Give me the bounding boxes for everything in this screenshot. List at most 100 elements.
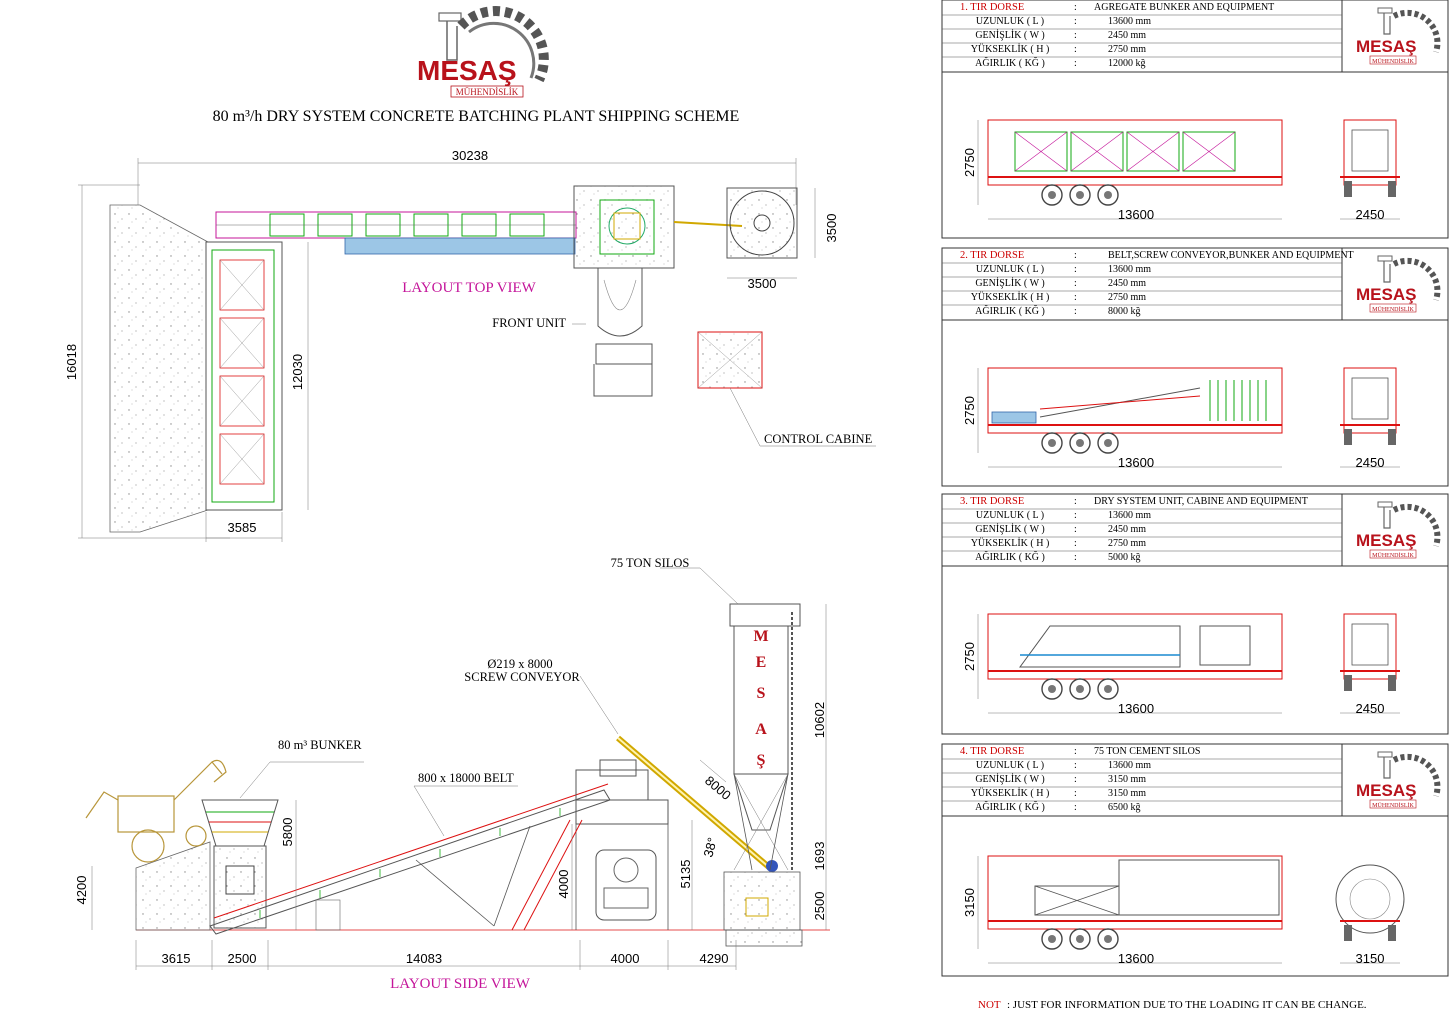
spec-label: UZUNLUK ( L ): [976, 264, 1044, 275]
dim-trailer-width: 2450: [1356, 207, 1385, 222]
spec-colon: :: [1074, 306, 1077, 317]
dim-screw-length: 8000: [702, 773, 734, 803]
spec-label: YÜKSEKLİK ( H ): [971, 291, 1050, 303]
spec-value: 2750 mm: [1108, 292, 1146, 303]
dim-silo-depth: 3500: [824, 214, 839, 243]
spec-label: AĞIRLIK ( KĞ ): [975, 551, 1045, 563]
spec-value: 5000 kğ: [1108, 552, 1141, 563]
spec-label: AĞIRLIK ( KĞ ): [975, 801, 1045, 813]
dim-5135: 5135: [678, 860, 693, 889]
colon: :: [1074, 2, 1077, 13]
dim-overall-length: 30238: [452, 148, 488, 163]
dim-bunker-width: 3585: [228, 520, 257, 535]
spec-value: 13600 mm: [1108, 760, 1151, 771]
colon: :: [1074, 250, 1077, 261]
spec-value: 8000 kğ: [1108, 306, 1141, 317]
panel-logo-text: MESAŞ: [1356, 531, 1416, 550]
dim-trailer-height: 2750: [962, 148, 977, 177]
note-label: NOT: [978, 999, 1001, 1011]
colon: :: [1074, 496, 1077, 507]
dim-trailer-height: 3150: [962, 888, 977, 917]
spec-colon: :: [1074, 510, 1077, 521]
spec-colon: :: [1074, 524, 1077, 535]
truck-description: AGREGATE BUNKER AND EQUIPMENT: [1094, 2, 1274, 13]
silo-letter: Ş: [757, 752, 766, 769]
spec-value: 2750 mm: [1108, 44, 1146, 55]
layout-top-view: 30238 16018 12030 3585: [64, 148, 876, 542]
spec-label: AĞIRLIK ( KĞ ): [975, 305, 1045, 317]
spec-value: 13600 mm: [1108, 16, 1151, 27]
spec-colon: :: [1074, 552, 1077, 563]
spec-value: 3150 mm: [1108, 788, 1146, 799]
spec-value: 2750 mm: [1108, 538, 1146, 549]
dim-trailer-length: 13600: [1118, 701, 1154, 716]
truck-panel: 4. TIR DORSE:75 TON CEMENT SILOSUZUNLUK …: [941, 743, 1449, 977]
spec-colon: :: [1074, 760, 1077, 771]
spec-colon: :: [1074, 58, 1077, 69]
label-control-cabine: CONTROL CABINE: [764, 432, 873, 446]
truck-title: 3. TIR DORSE: [960, 496, 1024, 507]
truck-title: 1. TIR DORSE: [960, 2, 1024, 13]
spec-value: 12000 kğ: [1108, 58, 1146, 69]
spec-colon: :: [1074, 774, 1077, 785]
panel-logo-subtext: MÜHENDİSLİK: [1372, 58, 1414, 65]
truck-title: 2. TIR DORSE: [960, 250, 1024, 261]
label-screw-conveyor: SCREW CONVEYOR: [464, 670, 580, 684]
dim-bunker-length: 12030: [290, 354, 305, 390]
spec-value: 6500 kğ: [1108, 802, 1141, 813]
spec-label: UZUNLUK ( L ): [976, 16, 1044, 27]
spec-label: GENİŞLİK ( W ): [975, 773, 1044, 785]
dim-overall-width: 16018: [64, 344, 79, 380]
silo-letter: S: [757, 685, 766, 702]
dim-5800: 5800: [280, 818, 295, 847]
spec-colon: :: [1074, 44, 1077, 55]
header-logo: MESAŞ MÜHENDİSLİK: [417, 6, 549, 98]
spec-label: GENİŞLİK ( W ): [975, 523, 1044, 535]
spec-value: 3150 mm: [1108, 774, 1146, 785]
dim-trailer-width: 2450: [1356, 455, 1385, 470]
trailer-rear-drawing: 3150: [1335, 864, 1405, 966]
label-front-unit: FRONT UNIT: [492, 316, 566, 330]
spec-label: AĞIRLIK ( KĞ ): [975, 57, 1045, 69]
trailer-side-drawing: 2750 13600: [962, 367, 1283, 470]
panel-logo-text: MESAŞ: [1356, 37, 1416, 56]
colon: :: [1074, 746, 1077, 757]
label-side-view: LAYOUT SIDE VIEW: [390, 976, 531, 992]
spec-label: UZUNLUK ( L ): [976, 510, 1044, 521]
loader-drawing: [85, 759, 227, 863]
spec-colon: :: [1074, 292, 1077, 303]
truck-panel: 3. TIR DORSE:DRY SYSTEM UNIT, CABINE AND…: [941, 493, 1449, 735]
truck-panel: 1. TIR DORSE: AGREGATE BUNKER AND EQUIPME…: [941, 0, 1449, 239]
dim-trailer-length: 13600: [1118, 207, 1154, 222]
dim-trailer-height: 2750: [962, 396, 977, 425]
truck-title: 4. TIR DORSE: [960, 746, 1024, 757]
dim-10602: 10602: [812, 702, 827, 738]
spec-colon: :: [1074, 30, 1077, 41]
spec-colon: :: [1074, 278, 1077, 289]
dim-2500: 2500: [228, 951, 257, 966]
dim-silo-width: 3500: [748, 276, 777, 291]
dim-14083: 14083: [406, 951, 442, 966]
label-silos: 75 TON SILOS: [611, 556, 690, 570]
note-text: : JUST FOR INFORMATION DUE TO THE LOADIN…: [1007, 999, 1367, 1011]
panel-logo-text: MESAŞ: [1356, 285, 1416, 304]
trailer-rear-drawing: 2450: [1340, 119, 1400, 222]
panel-logo-text: MESAŞ: [1356, 781, 1416, 800]
dim-trailer-width: 2450: [1356, 701, 1385, 716]
spec-label: GENİŞLİK ( W ): [975, 277, 1044, 289]
truck-panels: 1. TIR DORSE: AGREGATE BUNKER AND EQUIPME…: [941, 0, 1449, 977]
spec-colon: :: [1074, 538, 1077, 549]
spec-colon: :: [1074, 264, 1077, 275]
layout-side-view: 80 m³ BUNKER 800 x 18000 BELT: [74, 556, 830, 992]
page-title: 80 m³/h DRY SYSTEM CONCRETE BATCHING PLA…: [213, 108, 740, 125]
label-screw-size: Ø219 x 8000: [487, 657, 552, 671]
spec-value: 2450 mm: [1108, 278, 1146, 289]
trailer-rear-drawing: 2450: [1340, 367, 1400, 470]
dim-trailer-length: 13600: [1118, 455, 1154, 470]
dim-trailer-width: 3150: [1356, 951, 1385, 966]
